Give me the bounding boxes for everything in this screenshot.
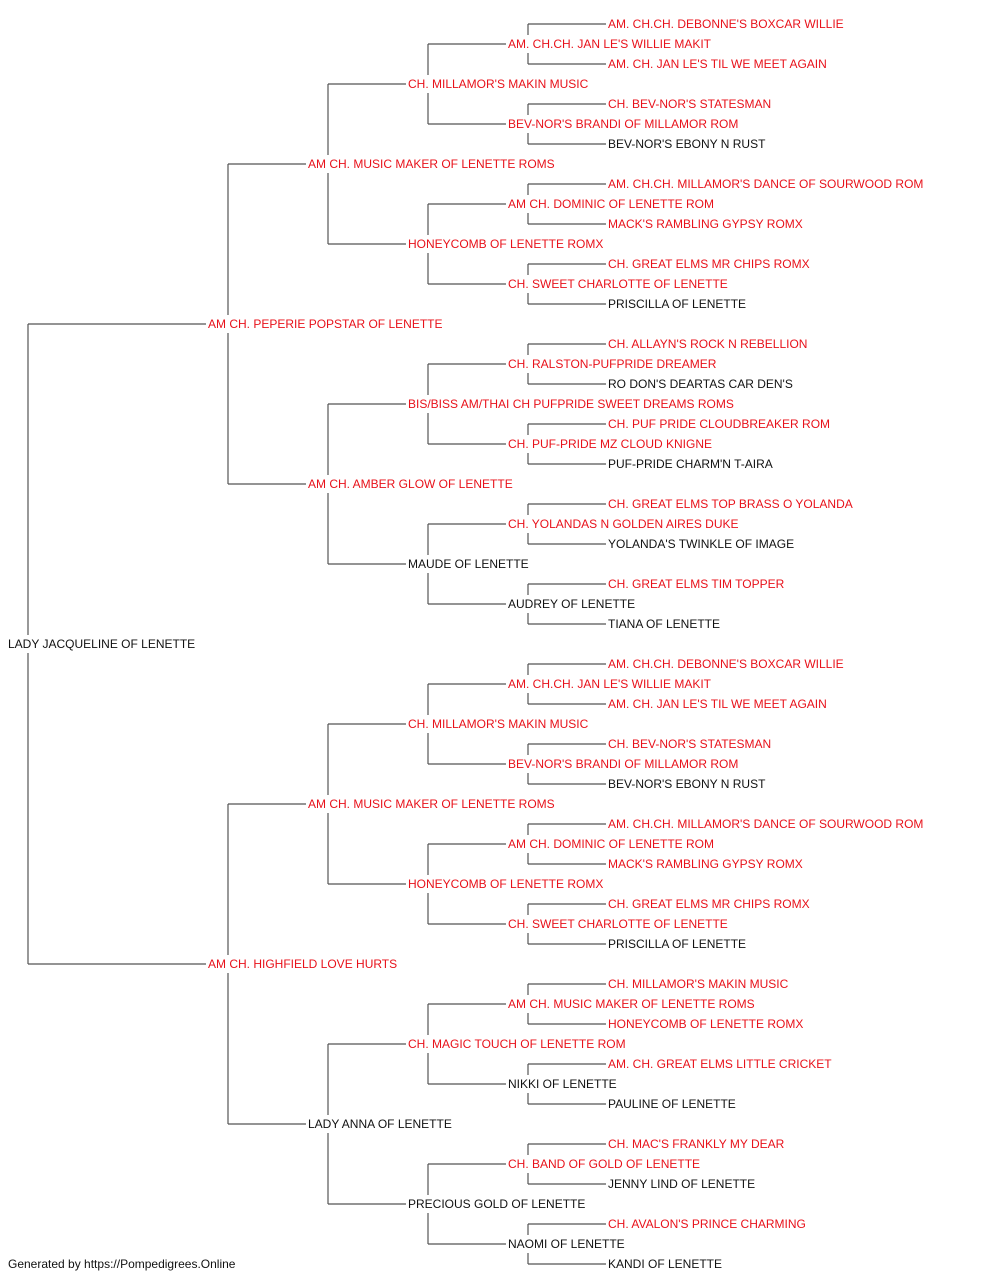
ggg-grandparent-name: AM. CH.CH. DEBONNE'S BOXCAR WILLIE	[608, 17, 844, 31]
ggg-grandparent-name: YOLANDA'S TWINKLE OF IMAGE	[608, 537, 795, 551]
gg-grandparent-name: BEV-NOR'S BRANDI OF MILLAMOR ROM	[508, 117, 739, 131]
gg-grandparent-name: BEV-NOR'S BRANDI OF MILLAMOR ROM	[508, 757, 739, 771]
gg-grandparent-name: AM CH. MUSIC MAKER OF LENETTE ROMS	[508, 997, 755, 1011]
gg-grandparent-name: CH. SWEET CHARLOTTE OF LENETTE	[508, 277, 728, 291]
grandparent-name: AM CH. AMBER GLOW OF LENETTE	[308, 477, 513, 491]
ggg-grandparent-name: AM. CH.CH. MILLAMOR'S DANCE OF SOURWOOD …	[608, 177, 924, 191]
gg-grandparent-name: AM. CH.CH. JAN LE'S WILLIE MAKIT	[508, 37, 711, 51]
ggg-grandparent-name: RO DON'S DEARTAS CAR DEN'S	[608, 377, 793, 391]
great-grandparent-name: HONEYCOMB OF LENETTE ROMX	[408, 237, 604, 251]
great-grandparent-name: BIS/BISS AM/THAI CH PUFPRIDE SWEET DREAM…	[408, 397, 734, 411]
ggg-grandparent-name: MACK'S RAMBLING GYPSY ROMX	[608, 217, 803, 231]
great-grandparent-name: MAUDE OF LENETTE	[408, 557, 529, 571]
ggg-grandparent-name: CH. GREAT ELMS MR CHIPS ROMX	[608, 257, 810, 271]
gg-grandparent-name: CH. BAND OF GOLD OF LENETTE	[508, 1157, 701, 1171]
great-grandparent-name: CH. MAGIC TOUCH OF LENETTE ROM	[408, 1037, 626, 1051]
great-grandparent-name: HONEYCOMB OF LENETTE ROMX	[408, 877, 604, 891]
ggg-grandparent-name: AM. CH. JAN LE'S TIL WE MEET AGAIN	[608, 697, 827, 711]
ggg-grandparent-name: HONEYCOMB OF LENETTE ROMX	[608, 1017, 804, 1031]
gg-grandparent-name: CH. SWEET CHARLOTTE OF LENETTE	[508, 917, 728, 931]
grandparent-name: LADY ANNA OF LENETTE	[308, 1117, 452, 1131]
ggg-grandparent-name: CH. MILLAMOR'S MAKIN MUSIC	[608, 977, 789, 991]
ggg-grandparent-name: BEV-NOR'S EBONY N RUST	[608, 777, 766, 791]
great-grandparent-name: CH. MILLAMOR'S MAKIN MUSIC	[408, 77, 589, 91]
grandparent-name: AM CH. MUSIC MAKER OF LENETTE ROMS	[308, 797, 555, 811]
ggg-grandparent-name: CH. BEV-NOR'S STATESMAN	[608, 737, 772, 751]
generated-by-credit: Generated by https://Pompedigrees.Online	[8, 1257, 236, 1271]
ggg-grandparent-name: PRISCILLA OF LENETTE	[608, 937, 747, 951]
gg-grandparent-name: NIKKI OF LENETTE	[508, 1077, 617, 1091]
gg-grandparent-name: AM CH. DOMINIC OF LENETTE ROM	[508, 837, 715, 851]
ggg-grandparent-name: CH. BEV-NOR'S STATESMAN	[608, 97, 772, 111]
ggg-grandparent-name: JENNY LIND OF LENETTE	[608, 1177, 756, 1191]
ggg-grandparent-name: MACK'S RAMBLING GYPSY ROMX	[608, 857, 803, 871]
ggg-grandparent-name: CH. GREAT ELMS TOP BRASS O YOLANDA	[608, 497, 853, 511]
ggg-grandparent-name: CH. MAC'S FRANKLY MY DEAR	[608, 1137, 785, 1151]
great-grandparent-name: CH. MILLAMOR'S MAKIN MUSIC	[408, 717, 589, 731]
parent-name: AM CH. PEPERIE POPSTAR OF LENETTE	[208, 317, 443, 331]
gg-grandparent-name: AM. CH.CH. JAN LE'S WILLIE MAKIT	[508, 677, 711, 691]
gg-grandparent-name: NAOMI OF LENETTE	[508, 1237, 625, 1251]
subject-name: LADY JACQUELINE OF LENETTE	[8, 637, 196, 651]
gg-grandparent-name: CH. PUF-PRIDE MZ CLOUD KNIGNE	[508, 437, 713, 451]
ggg-grandparent-name: CH. AVALON'S PRINCE CHARMING	[608, 1217, 806, 1231]
ggg-grandparent-name: PAULINE OF LENETTE	[608, 1097, 736, 1111]
ggg-grandparent-name: PRISCILLA OF LENETTE	[608, 297, 747, 311]
ggg-grandparent-name: CH. GREAT ELMS MR CHIPS ROMX	[608, 897, 810, 911]
gg-grandparent-name: AM CH. DOMINIC OF LENETTE ROM	[508, 197, 715, 211]
parent-name: AM CH. HIGHFIELD LOVE HURTS	[208, 957, 398, 971]
ggg-grandparent-name: CH. ALLAYN'S ROCK N REBELLION	[608, 337, 808, 351]
ggg-grandparent-name: AM. CH.CH. MILLAMOR'S DANCE OF SOURWOOD …	[608, 817, 924, 831]
gg-grandparent-name: CH. YOLANDAS N GOLDEN AIRES DUKE	[508, 517, 739, 531]
ggg-grandparent-name: CH. GREAT ELMS TIM TOPPER	[608, 577, 785, 591]
ggg-grandparent-name: TIANA OF LENETTE	[608, 617, 721, 631]
ggg-grandparent-name: KANDI OF LENETTE	[608, 1257, 723, 1271]
ggg-grandparent-name: BEV-NOR'S EBONY N RUST	[608, 137, 766, 151]
ggg-grandparent-name: AM. CH.CH. DEBONNE'S BOXCAR WILLIE	[608, 657, 844, 671]
ggg-grandparent-name: CH. PUF PRIDE CLOUDBREAKER ROM	[608, 417, 831, 431]
ggg-grandparent-name: AM. CH. GREAT ELMS LITTLE CRICKET	[608, 1057, 832, 1071]
grandparent-name: AM CH. MUSIC MAKER OF LENETTE ROMS	[308, 157, 555, 171]
gg-grandparent-name: CH. RALSTON-PUFPRIDE DREAMER	[508, 357, 717, 371]
great-grandparent-name: PRECIOUS GOLD OF LENETTE	[408, 1197, 586, 1211]
ggg-grandparent-name: AM. CH. JAN LE'S TIL WE MEET AGAIN	[608, 57, 827, 71]
gg-grandparent-name: AUDREY OF LENETTE	[508, 597, 636, 611]
ggg-grandparent-name: PUF-PRIDE CHARM'N T-AIRA	[608, 457, 773, 471]
